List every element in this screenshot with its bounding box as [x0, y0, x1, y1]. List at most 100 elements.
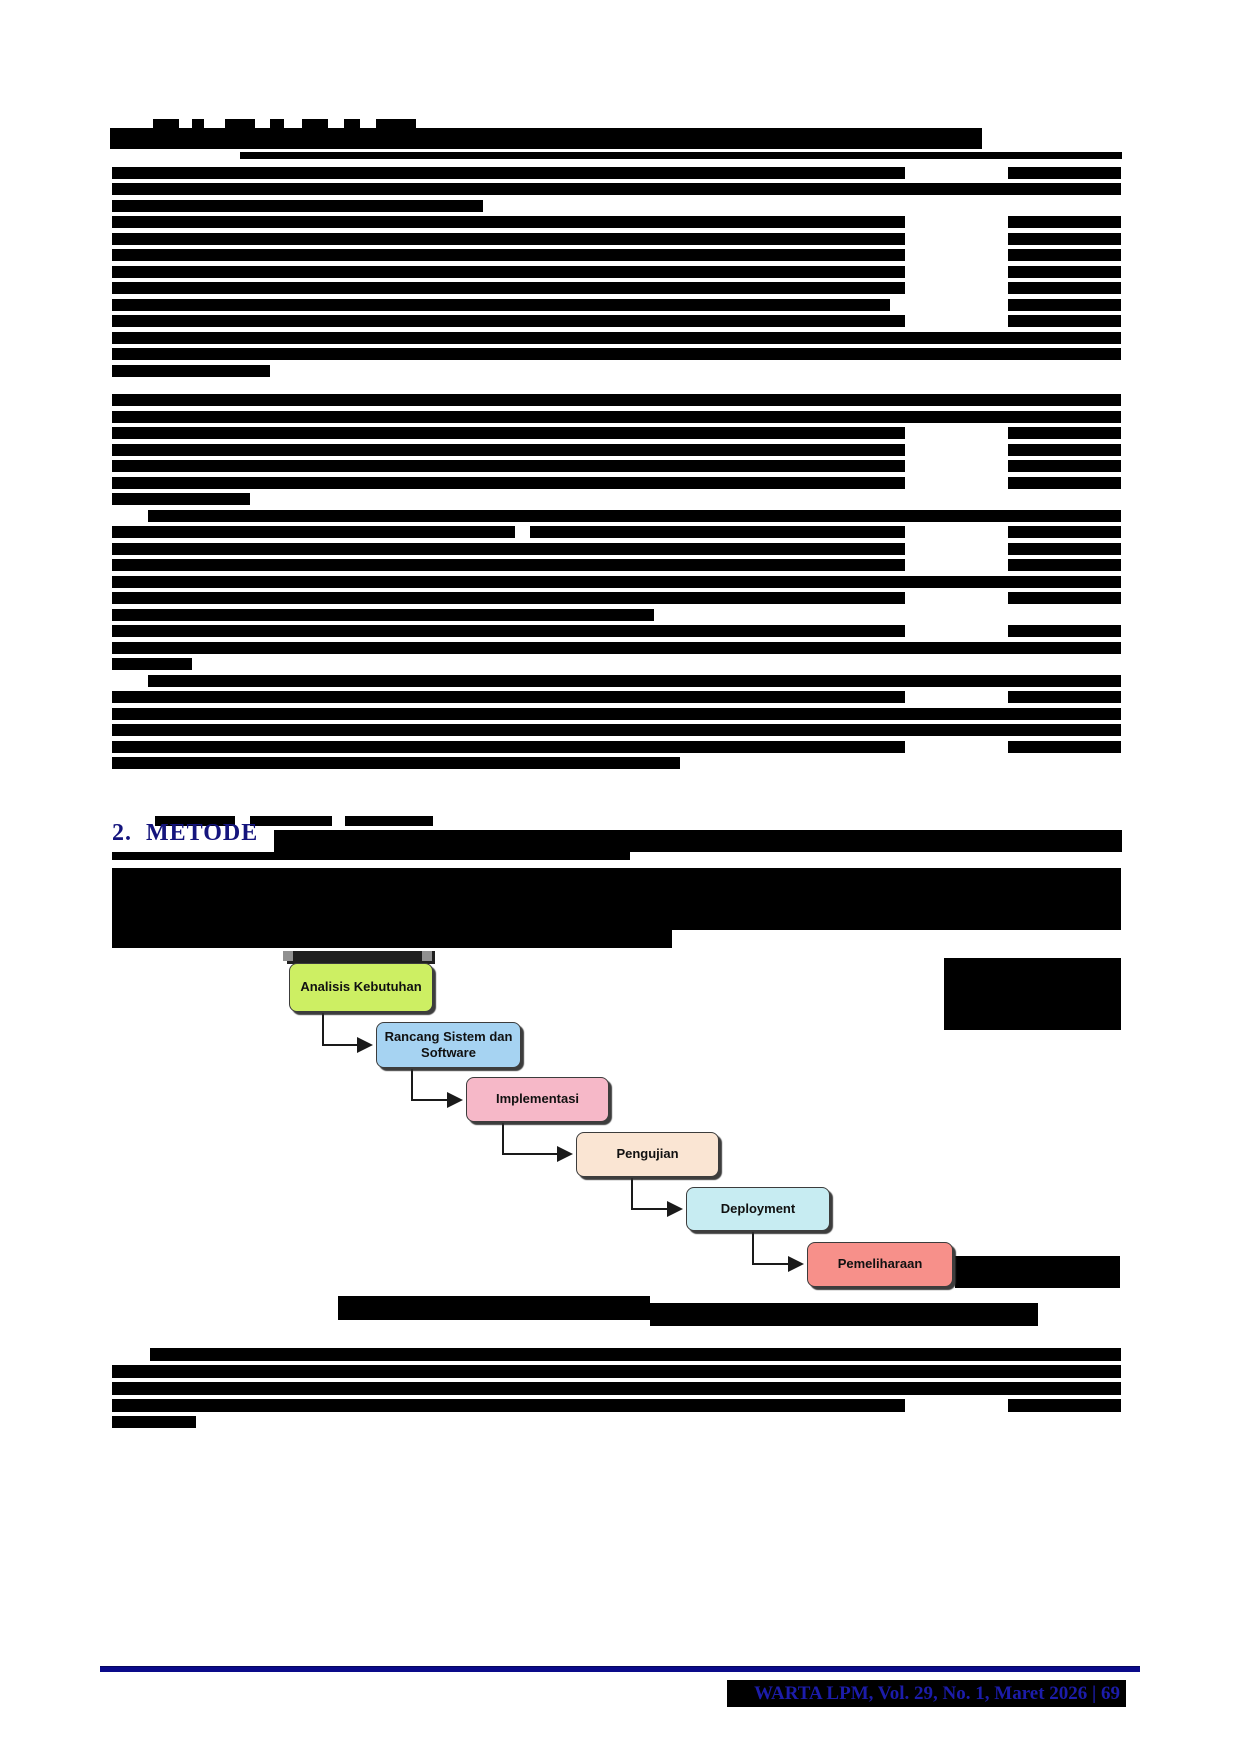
redacted-text-bar [192, 119, 204, 128]
redacted-text-bar [150, 1348, 1121, 1361]
redacted-text-bar [1008, 592, 1121, 604]
diagram-box-analisis-kebutuhan: Analisis Kebutuhan [289, 963, 433, 1012]
flow-arrow [322, 1013, 373, 1053]
redacted-text-bar [112, 460, 905, 472]
redacted-text-bar [1008, 526, 1121, 538]
selection-handle [422, 951, 432, 961]
redacted-text-bar [112, 249, 905, 261]
redacted-text-bar [112, 1416, 196, 1428]
redacted-text-bar [153, 119, 179, 128]
footer-highlight-bar: WARTA LPM, Vol. 29, No. 1, Maret 2026 | … [727, 1680, 1126, 1707]
redacted-text-bar [112, 526, 515, 538]
redacted-text-bar [112, 477, 905, 489]
redacted-text-bar [1008, 299, 1121, 311]
diagram-box-implementasi: Implementasi [466, 1077, 609, 1122]
redacted-text-bar [1008, 691, 1121, 703]
diagram-box-pemeliharaan: Pemeliharaan [807, 1242, 953, 1287]
redacted-text-bar [302, 119, 328, 128]
redacted-text-bar [1008, 625, 1121, 637]
redacted-text-bar [148, 675, 1121, 687]
redacted-text-bar [112, 1365, 1121, 1378]
redacted-text-bar [1008, 1399, 1121, 1412]
redacted-text-bar [1008, 477, 1121, 489]
redacted-text-bar [1008, 167, 1121, 179]
redacted-text-bar [112, 348, 1121, 360]
redacted-text-bar [112, 592, 905, 604]
redacted-text-bar [112, 427, 905, 439]
methods-section-heading: 2. METODE [112, 820, 259, 846]
flow-arrow [411, 1069, 463, 1108]
redacted-text-bar [1008, 460, 1121, 472]
redacted-text-bar [112, 691, 905, 703]
redacted-text-bar [112, 216, 905, 228]
redacted-text-bar [112, 282, 905, 294]
flow-arrow [502, 1123, 573, 1162]
redacted-text-bar [345, 816, 433, 826]
redacted-text-bar [1008, 266, 1121, 278]
redacted-text-bar [1008, 249, 1121, 261]
redacted-text-bar [112, 576, 1121, 588]
redacted-text-bar [270, 119, 284, 128]
redacted-text-bar [344, 119, 360, 128]
redacted-text-bar [112, 930, 672, 948]
redacted-text-bar [530, 526, 905, 538]
redacted-text-bar [112, 183, 1121, 195]
redacted-text-bar [112, 493, 250, 505]
redacted-text-bar [225, 119, 255, 128]
redacted-text-bar [1008, 216, 1121, 228]
redacted-text-bar [376, 119, 416, 128]
selection-handle [283, 951, 293, 961]
redacted-text-bar [112, 299, 890, 311]
redacted-text-bar [112, 708, 1121, 720]
redacted-text-bar [112, 852, 630, 860]
redacted-text-bar [944, 958, 1121, 1030]
redacted-text-bar [112, 724, 1121, 736]
redacted-text-bar [1008, 233, 1121, 245]
redacted-text-bar [155, 816, 235, 826]
redacted-text-bar [650, 1303, 1038, 1326]
redacted-text-bar [112, 167, 905, 179]
redacted-text-bar [112, 444, 905, 456]
redacted-text-bar [112, 741, 905, 753]
flow-arrow [752, 1232, 804, 1272]
redacted-text-bar [1008, 444, 1121, 456]
redacted-text-bar [112, 411, 1121, 423]
redacted-text-bar [338, 1296, 650, 1320]
redacted-text-bar [287, 951, 435, 964]
redacted-text-bar [112, 315, 905, 327]
redacted-text-bar [112, 609, 654, 621]
redacted-text-bar [1008, 543, 1121, 555]
redacted-text-bar [112, 559, 905, 571]
redacted-text-bar [1008, 427, 1121, 439]
redacted-text-bar [112, 757, 680, 769]
redacted-text-bar [112, 642, 1121, 654]
footer-rule [100, 1666, 1140, 1672]
redacted-text-bar [112, 394, 1121, 406]
redacted-text-bar [112, 233, 905, 245]
redacted-text-bar [148, 510, 1121, 522]
redacted-text-bar [112, 365, 270, 377]
redacted-text-bar [110, 128, 982, 149]
redacted-text-bar [955, 1256, 1120, 1288]
redacted-text-bar [112, 266, 905, 278]
redacted-text-bar [250, 816, 332, 826]
redacted-text-bar [112, 1399, 905, 1412]
redacted-text-bar [112, 332, 1121, 344]
redacted-text-bar [112, 625, 905, 637]
redacted-text-bar [112, 658, 192, 670]
redacted-text-bar [112, 200, 483, 212]
redacted-text-bar [240, 152, 1122, 159]
redacted-text-bar [1008, 315, 1121, 327]
footer-journal-reference: WARTA LPM, Vol. 29, No. 1, Maret 2026 | … [754, 1682, 1120, 1704]
redacted-text-bar [1008, 559, 1121, 571]
redacted-text-bar [1008, 282, 1121, 294]
redacted-text-bar [274, 830, 1122, 852]
redacted-text-bar [112, 543, 905, 555]
flow-arrow [631, 1178, 683, 1217]
diagram-box-rancang-sistem-dan-software: Rancang Sistem dan Software [376, 1022, 521, 1068]
redacted-text-bar [112, 868, 1121, 930]
diagram-box-pengujian: Pengujian [576, 1132, 719, 1177]
redacted-text-bar [112, 1382, 1121, 1395]
diagram-box-deployment: Deployment [686, 1187, 830, 1231]
